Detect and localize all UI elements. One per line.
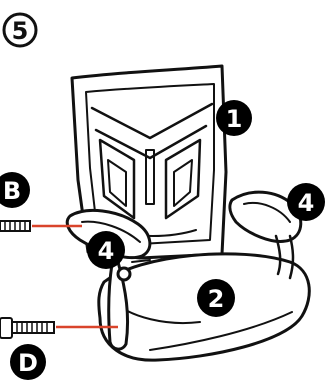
callout-backrest: 1	[216, 100, 252, 136]
svg-text:4: 4	[98, 237, 115, 265]
callout-armrest-right: 4	[287, 183, 325, 221]
callout-armrest-left: 4	[87, 231, 125, 269]
svg-text:2: 2	[208, 285, 225, 313]
callout-seat: 2	[197, 279, 235, 317]
long-screw-thread	[17, 322, 47, 333]
svg-text:4: 4	[298, 189, 315, 217]
svg-text:B: B	[3, 177, 21, 205]
step-number: 5	[12, 17, 29, 45]
fastener-label-b: B	[0, 172, 30, 208]
svg-text:1: 1	[226, 105, 243, 133]
svg-text:D: D	[18, 349, 38, 377]
step-number-badge: 5	[4, 14, 36, 46]
fastener-label-d: D	[10, 344, 46, 380]
long-screw-head	[0, 318, 12, 338]
